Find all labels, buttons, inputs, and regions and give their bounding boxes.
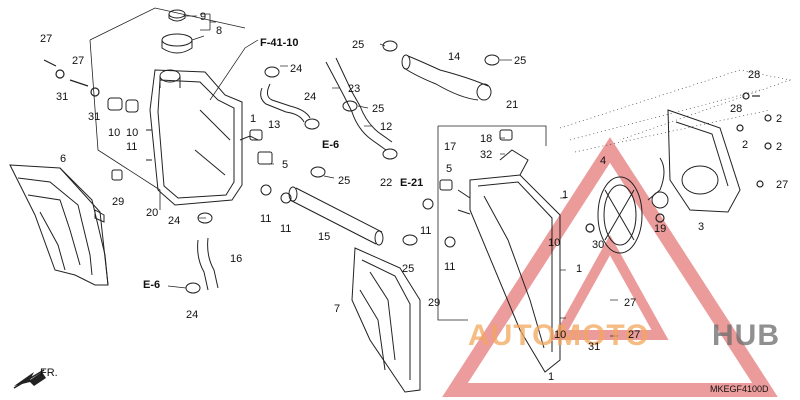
leader-lines — [167, 15, 618, 337]
part-label: 5 — [282, 159, 288, 171]
part-number-labels: 27 27 31 31 6 10 10 11 29 20 24 9 8 24 2… — [40, 11, 788, 383]
part-label: 22 — [380, 177, 392, 189]
part-label: 31 — [88, 111, 100, 123]
part-label: 11 — [126, 141, 137, 153]
part-label: 11 — [280, 223, 291, 235]
reservoir-cap — [161, 9, 193, 54]
front-arrow-icon — [13, 369, 46, 389]
part-label: 6 — [60, 153, 66, 165]
part-label: 27 — [40, 33, 52, 45]
part-label: 1 — [576, 263, 582, 275]
part-label: 25 — [338, 175, 350, 187]
part-label: 32 — [480, 149, 492, 161]
part-label: 25 — [514, 55, 526, 67]
part-label: 2 — [776, 141, 782, 153]
hose-16 — [197, 237, 219, 291]
part-label: 2 — [776, 113, 782, 125]
part-label: 28 — [730, 103, 742, 115]
part-label: 20 — [146, 207, 158, 219]
part-label: 29 — [428, 297, 440, 309]
part-label: 12 — [380, 121, 392, 133]
ref-label-e6-upper: E-6 — [322, 139, 339, 151]
part-label: 1 — [562, 189, 568, 201]
part-label: 11 — [260, 213, 271, 225]
fan-assembly — [597, 109, 741, 254]
bolts-left — [43, 59, 100, 97]
part-label: 25 — [352, 39, 364, 51]
part-label: 5 — [446, 163, 452, 175]
radiator-core — [457, 149, 561, 373]
grommets — [107, 97, 513, 248]
part-label: 24 — [168, 215, 180, 227]
part-label: 8 — [216, 25, 222, 37]
right-shroud-part — [351, 247, 421, 393]
hose-clamps — [185, 40, 500, 294]
reservoir-tank — [146, 69, 259, 206]
part-label: 27 — [624, 297, 636, 309]
hose-12-23 — [325, 57, 393, 151]
part-label: 16 — [230, 253, 242, 265]
part-label: 29 — [112, 196, 124, 208]
part-label: 25 — [372, 103, 384, 115]
part-label: 14 — [448, 51, 460, 63]
part-label: 11 — [444, 261, 455, 273]
watermark-warning-triangle — [442, 137, 778, 397]
watermark-auto: AUTO — [468, 319, 556, 352]
part-label: 10 — [554, 329, 566, 341]
part-label: 18 — [480, 133, 492, 145]
part-label: 13 — [268, 119, 280, 131]
part-label: 21 — [506, 99, 518, 111]
radiator-group-outline — [437, 125, 547, 321]
part-label: 1 — [250, 113, 256, 125]
part-label: 28 — [748, 69, 760, 81]
ref-label-e21: E-21 — [400, 177, 423, 189]
part-label: 24 — [186, 309, 198, 321]
reservoir-hose-13 — [260, 83, 311, 123]
left-shroud-part — [9, 164, 109, 286]
part-label: 17 — [444, 141, 456, 153]
part-label: 10 — [108, 127, 120, 139]
part-label: 23 — [348, 83, 360, 95]
part-label: 24 — [304, 91, 316, 103]
part-label: 27 — [628, 329, 640, 341]
part-label: 11 — [420, 225, 431, 237]
ref-label-e6-lower: E-6 — [143, 279, 160, 291]
part-label: 15 — [318, 231, 330, 243]
part-label: 2 — [742, 139, 748, 151]
diagram-code: MKEGF4100D — [710, 384, 769, 394]
part-label: 9 — [200, 11, 206, 23]
ref-label-f41: F-41-10 — [260, 37, 299, 49]
fan-bolts — [585, 92, 772, 233]
part-label: 4 — [600, 155, 606, 167]
part-label: 1 — [548, 371, 554, 383]
part-label: 19 — [654, 223, 666, 235]
watermark-hub: HUB — [712, 319, 780, 352]
part-label: 30 — [592, 239, 604, 251]
part-label: 3 — [698, 221, 704, 233]
part-label: 7 — [334, 303, 340, 315]
fan-dotted-area — [559, 69, 792, 153]
hose-14 — [401, 54, 492, 101]
part-label: 27 — [72, 55, 84, 67]
part-label: 24 — [290, 63, 302, 75]
part-label: 31 — [56, 91, 68, 103]
part-label: 27 — [776, 179, 788, 191]
part-label: 10 — [126, 127, 138, 139]
front-marker: FR. — [40, 367, 58, 379]
hose-15 — [288, 186, 384, 246]
part-label: 25 — [402, 263, 414, 275]
watermark-moto: MOTO — [556, 319, 649, 352]
tank-group-outline — [89, 7, 246, 210]
part-label: 10 — [548, 237, 560, 249]
part-label: 31 — [588, 341, 600, 353]
